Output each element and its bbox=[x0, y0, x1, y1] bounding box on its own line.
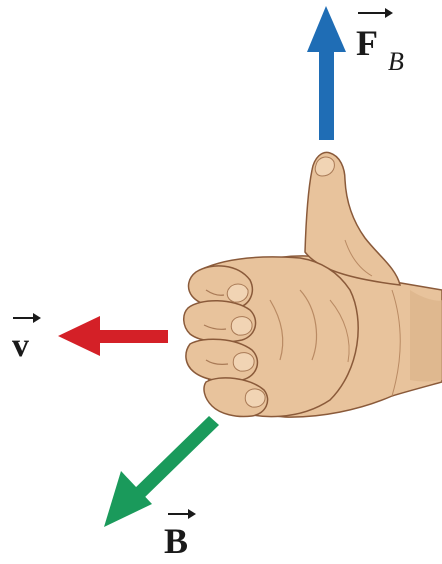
field-label-main: B bbox=[164, 521, 188, 561]
velocity-arrow bbox=[58, 316, 168, 356]
thumbs-up-hand-icon bbox=[183, 151, 442, 418]
force-arrow bbox=[307, 6, 346, 140]
field-label: B bbox=[164, 509, 196, 561]
force-label-subscript: B bbox=[388, 47, 404, 76]
force-label-main: F bbox=[356, 23, 378, 63]
velocity-label: v bbox=[12, 313, 41, 364]
force-label: F B bbox=[356, 8, 404, 76]
velocity-label-main: v bbox=[12, 327, 29, 364]
field-arrow bbox=[104, 416, 219, 527]
